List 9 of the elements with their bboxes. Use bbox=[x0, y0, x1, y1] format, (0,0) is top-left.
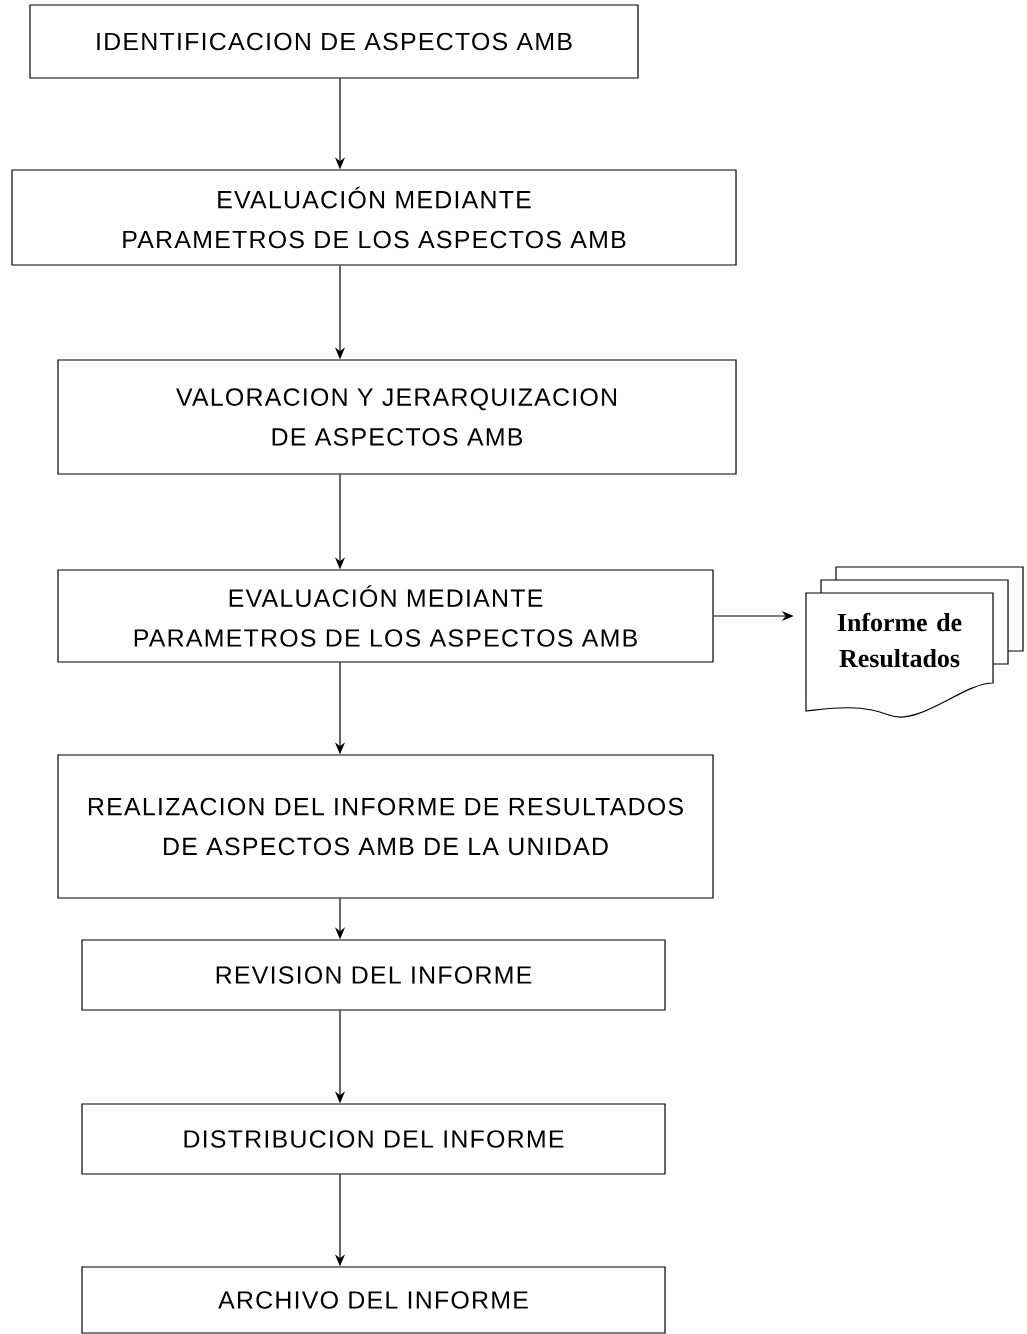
process-box: REVISION DEL INFORME bbox=[81, 939, 666, 1011]
process-box: ARCHIVO DEL INFORME bbox=[81, 1266, 666, 1334]
process-box: EVALUACIÓN MEDIANTE PARAMETROS DE LOS ASPECTOS AMB bbox=[57, 569, 714, 663]
process-box: IDENTIFICACION DE ASPECTOS AMB bbox=[29, 4, 639, 79]
process-box: EVALUACIÓN MEDIANTE PARAMETROS DE LOS ASPECTOS AMB bbox=[11, 169, 737, 266]
document-stack: Informe de Resultados bbox=[805, 566, 1024, 718]
process-box: REALIZACION DEL INFORME DE RESULTADOS DE ASPECTOS AMB DE LA UNIDAD bbox=[57, 754, 714, 899]
process-box: VALORACION Y JERARQUIZACION DE ASPECTOS AMB bbox=[57, 359, 737, 475]
process-box: DISTRIBUCION DEL INFORME bbox=[81, 1103, 666, 1175]
